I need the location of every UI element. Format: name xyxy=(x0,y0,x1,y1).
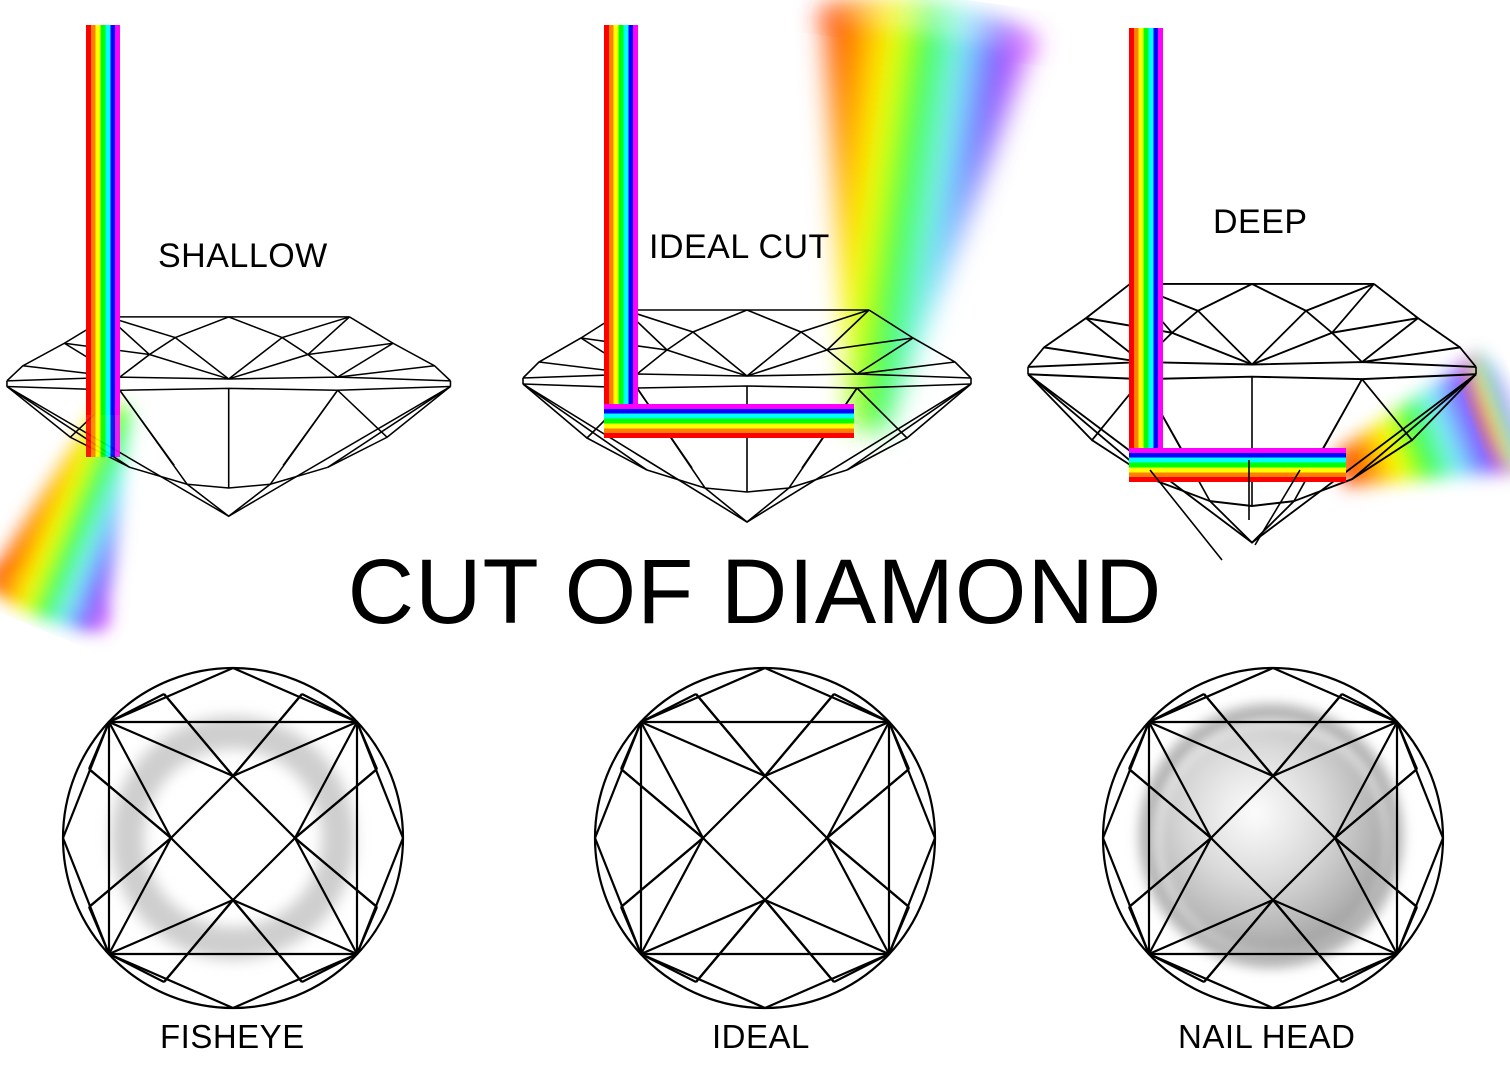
ideal-exit-cone xyxy=(821,2,1034,433)
label-ideal-cut: IDEAL CUT xyxy=(649,228,830,266)
shallow-beam-exit-stub xyxy=(86,415,120,457)
shallow-incoming-beam xyxy=(86,25,120,415)
label-ideal: IDEAL xyxy=(712,1018,810,1055)
ideal-facet-outline xyxy=(593,666,937,1010)
label-shallow: SHALLOW xyxy=(158,237,328,275)
ideal-incoming-beam xyxy=(604,25,638,415)
panel-ideal-cut xyxy=(522,2,1034,523)
panel-shallow xyxy=(0,25,452,631)
ideal-internal-beam xyxy=(604,404,854,438)
nailhead-dark-center xyxy=(1137,702,1405,970)
deep-overlap-lines xyxy=(1149,460,1301,561)
label-fisheye: FISHEYE xyxy=(160,1018,305,1055)
label-nail-head: NAIL HEAD xyxy=(1178,1018,1356,1055)
fisheye-grey-ring xyxy=(103,708,363,968)
panel-deep xyxy=(1027,28,1510,561)
faceup-fisheye xyxy=(61,666,405,1010)
deep-internal-beam xyxy=(1129,448,1346,482)
faceup-ideal xyxy=(593,666,937,1010)
label-deep: DEEP xyxy=(1213,203,1308,241)
deep-incoming-beam xyxy=(1129,28,1163,458)
page-title: CUT OF DIAMOND xyxy=(347,541,1163,643)
faceup-nail-head xyxy=(1101,666,1445,1010)
